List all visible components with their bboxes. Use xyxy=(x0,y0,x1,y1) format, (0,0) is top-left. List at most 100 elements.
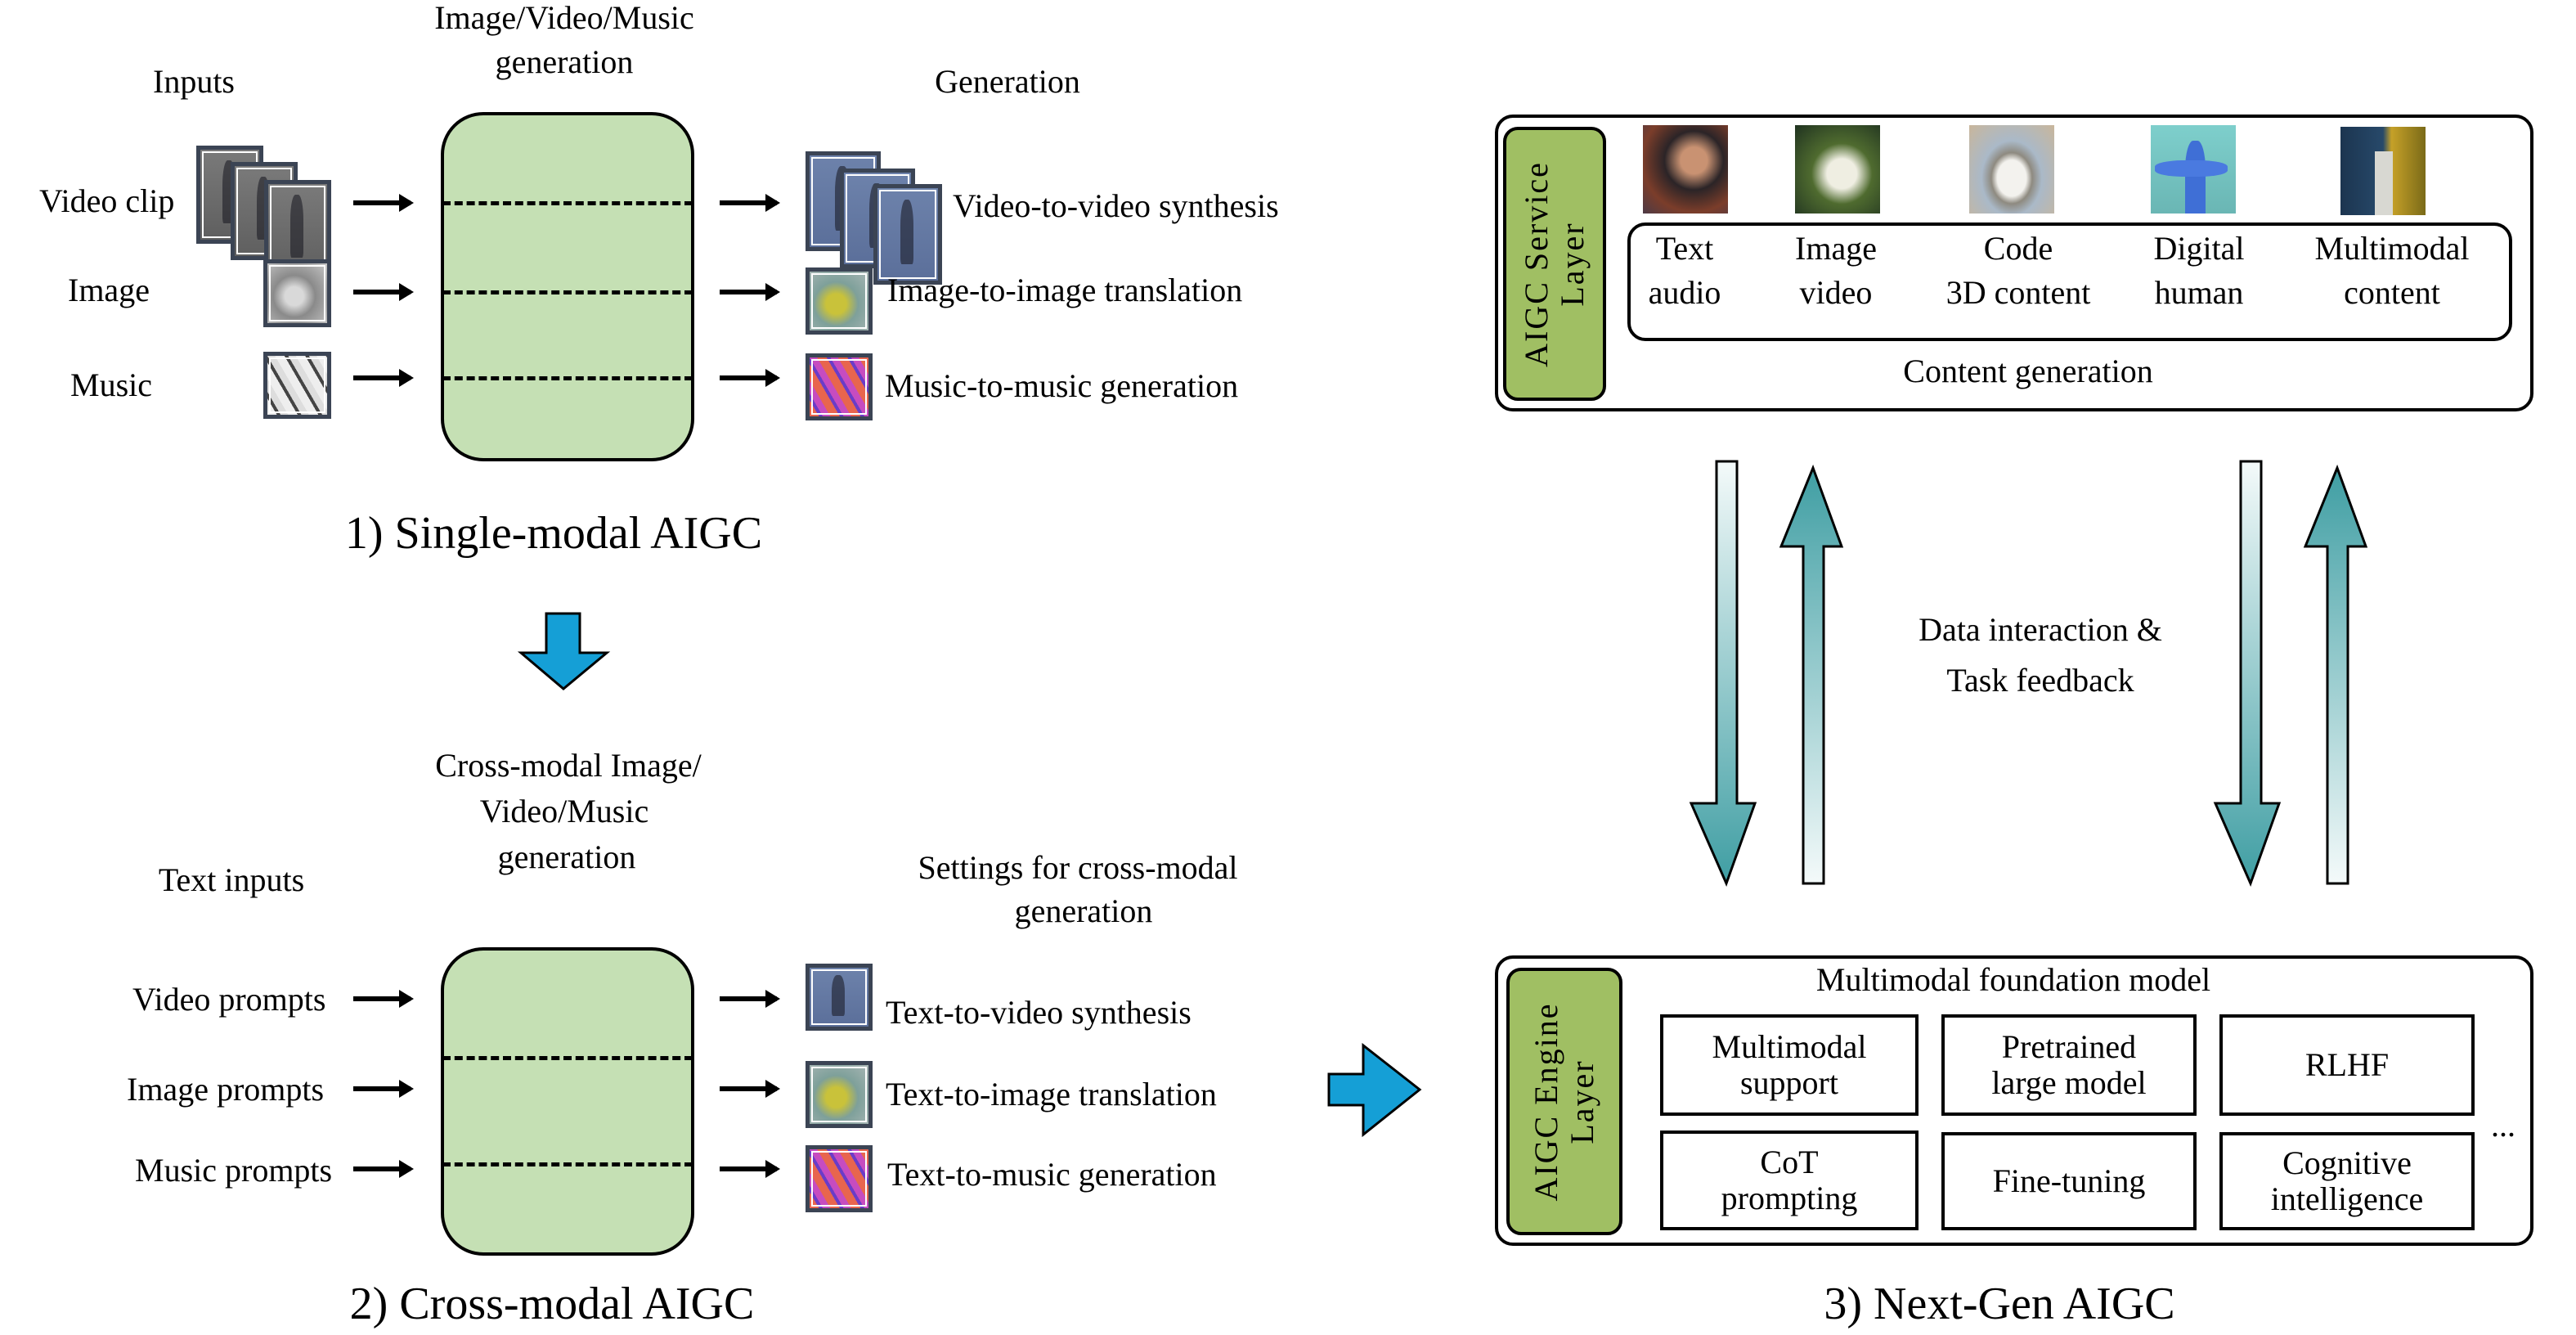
arrow-up-icon xyxy=(2303,464,2368,885)
row-divider xyxy=(442,1056,693,1060)
cell-line2: support xyxy=(1739,1064,1838,1101)
content-type-line2: human xyxy=(2154,274,2244,311)
input-label-video-clip: Video clip xyxy=(39,182,175,219)
interaction-label-line1: Data interaction & xyxy=(1919,611,2162,648)
content-type-text-audio: Text audio xyxy=(1649,227,1721,315)
content-type-multimodal: Multimodal content xyxy=(2315,227,2470,315)
engine-cell-fine-tuning: Fine-tuning xyxy=(1941,1132,2197,1230)
arrow-right-icon xyxy=(720,1160,780,1178)
model-header-line1: Cross-modal Image/ xyxy=(435,747,702,784)
arrow-right-icon xyxy=(353,283,414,301)
model-header-line1: Image/Video/Music xyxy=(434,0,694,36)
input-label-music-prompts: Music prompts xyxy=(135,1152,333,1189)
caption-next-gen: 3) Next-Gen AIGC xyxy=(1824,1279,2175,1329)
caption-cross-modal: 2) Cross-modal AIGC xyxy=(349,1279,755,1329)
engine-layer-label-line1: AIGC Engine xyxy=(1528,1001,1564,1202)
content-type-line1: Digital xyxy=(2153,230,2245,267)
content-type-line2: audio xyxy=(1648,274,1721,311)
input-label-image: Image xyxy=(68,272,150,308)
content-type-line1: Text xyxy=(1655,230,1714,267)
content-generation-label: Content generation xyxy=(1903,353,2153,389)
content-type-line2: 3D content xyxy=(1945,274,2091,311)
arrow-right-icon xyxy=(353,990,414,1008)
output-label-text-to-image: Text-to-image translation xyxy=(886,1076,1217,1112)
bird-image-icon xyxy=(806,1061,873,1128)
content-type-line2: content xyxy=(2344,274,2440,311)
inputs-header: Inputs xyxy=(153,63,235,100)
cell-line1: RLHF xyxy=(2304,1046,2390,1083)
output-label-music-to-music: Music-to-music generation xyxy=(885,367,1239,404)
input-label-image-prompts: Image prompts xyxy=(127,1071,325,1108)
output-label-video-to-video: Video-to-video synthesis xyxy=(953,187,1279,224)
content-type-image-video: Image video xyxy=(1795,227,1877,315)
caption-single-modal: 1) Single-modal AIGC xyxy=(344,508,763,559)
arrow-right-icon xyxy=(353,1160,414,1178)
output-label-image-to-image: Image-to-image translation xyxy=(887,272,1243,308)
bird-image-icon xyxy=(806,267,873,335)
interaction-label-line2: Task feedback xyxy=(1946,662,2134,699)
music-notes-icon xyxy=(263,352,331,419)
model-header-line2: generation xyxy=(495,43,634,80)
output-label-text-to-music: Text-to-music generation xyxy=(887,1156,1217,1193)
arrow-up-icon xyxy=(1779,464,1844,885)
model-header-line3: generation xyxy=(497,838,636,875)
arrow-right-icon xyxy=(720,283,780,301)
cell-line2: large model xyxy=(1991,1064,2147,1101)
outputs-header: Generation xyxy=(935,63,1080,100)
cell-line1: Multimodal xyxy=(1712,1028,1867,1065)
flow-arrow-right-icon xyxy=(1327,1043,1422,1137)
foundation-model-title: Multimodal foundation model xyxy=(1815,961,2211,998)
text-audio-image xyxy=(1643,125,1728,214)
settings-header-line2: generation xyxy=(1014,892,1153,929)
bird-image-icon xyxy=(263,259,331,327)
arrow-right-icon xyxy=(720,1080,780,1098)
flow-arrow-down-icon xyxy=(517,612,611,690)
arrow-right-icon xyxy=(720,194,780,212)
arrow-right-icon xyxy=(353,369,414,387)
ellipsis-more: ... xyxy=(2491,1107,2515,1144)
music-notes-icon xyxy=(806,1145,873,1212)
input-label-music: Music xyxy=(70,366,152,403)
arrow-right-icon xyxy=(720,990,780,1008)
arrow-right-icon xyxy=(720,369,780,387)
interaction-arrows xyxy=(1689,460,2368,888)
code-3d-image xyxy=(1969,125,2054,214)
cell-line2: intelligence xyxy=(2270,1180,2424,1217)
row-divider xyxy=(442,290,693,294)
row-divider xyxy=(442,201,693,205)
arrow-right-icon xyxy=(353,194,414,212)
content-type-line1: Code xyxy=(1983,230,2053,267)
cell-line1: CoT xyxy=(1760,1144,1819,1180)
arrow-right-icon xyxy=(353,1080,414,1098)
content-types-box xyxy=(1627,222,2512,341)
cell-line1: Pretrained xyxy=(2001,1028,2137,1065)
engine-layer-label-line2: Layer xyxy=(1564,1059,1600,1144)
image-video-image xyxy=(1795,125,1880,214)
settings-header-line1: Settings for cross-modal xyxy=(918,849,1238,886)
content-type-digital-human: Digital human xyxy=(2153,227,2244,315)
multimodal-content-image xyxy=(2340,127,2426,215)
cell-line1: Fine-tuning xyxy=(1992,1162,2146,1199)
content-type-line2: video xyxy=(1799,274,1873,311)
dancer-image-icon xyxy=(806,964,873,1031)
service-layer-label-line1: AIGC Service xyxy=(1518,160,1555,367)
model-header-line2: Video/Music xyxy=(479,793,649,829)
single-modal-model-box xyxy=(441,112,694,461)
content-type-line1: Image xyxy=(1795,230,1877,267)
service-layer-label-line2: Layer xyxy=(1554,221,1591,307)
arrow-down-icon xyxy=(2213,460,2282,888)
cell-line1: Cognitive xyxy=(2282,1144,2412,1181)
video-frames-icon xyxy=(873,184,942,285)
row-divider xyxy=(442,1162,693,1166)
engine-cell-rlhf: RLHF xyxy=(2219,1014,2475,1116)
digital-human-image xyxy=(2151,125,2236,214)
input-label-video-prompts: Video prompts xyxy=(132,981,326,1018)
music-notes-icon xyxy=(806,353,873,420)
cell-line2: prompting xyxy=(1721,1180,1858,1216)
